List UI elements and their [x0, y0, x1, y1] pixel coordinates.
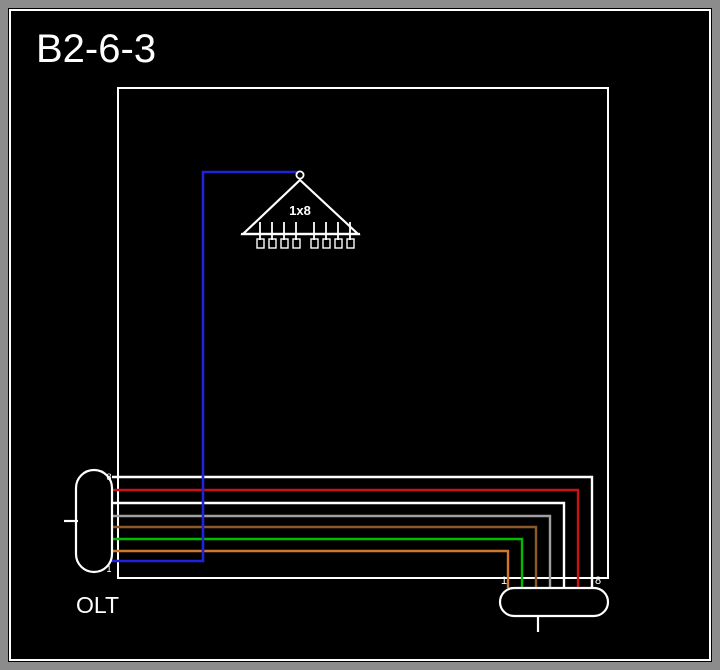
fiber-path-8-feeder — [112, 170, 300, 563]
building-outline — [117, 87, 609, 579]
splitter-port-2 — [268, 238, 277, 249]
odf-terminal[interactable]: 1 8 — [498, 575, 610, 632]
fiber-path-5 — [112, 525, 538, 588]
olt-port-8-label: 8 — [106, 472, 111, 482]
network-diagram: B2-6-3 1x8 — [9, 9, 711, 661]
olt-port-1-label: 1 — [106, 564, 111, 574]
fiber-path-6 — [112, 537, 524, 588]
splitter-output-group-right — [310, 222, 355, 249]
fiber-path-2 — [112, 488, 580, 588]
fiber-path-4 — [112, 514, 552, 588]
olt-body — [74, 468, 114, 574]
splitter-input-connector — [295, 170, 305, 180]
olt-label: OLT — [76, 592, 119, 618]
splitter-port-5 — [310, 238, 319, 249]
fiber-path-1 — [112, 475, 594, 588]
splitter-port-3 — [280, 238, 289, 249]
terminal-port-8-label: 8 — [595, 575, 601, 587]
splitter-output-group-left — [256, 222, 301, 249]
fiber-path-7 — [112, 549, 510, 588]
diagram-canvas: B2-6-3 1x8 — [8, 8, 712, 662]
terminal-port-1-label: 1 — [501, 575, 507, 587]
splitter-port-1 — [256, 238, 265, 249]
fiber-path-3 — [112, 501, 566, 588]
olt-device[interactable]: 8 1 OLT — [64, 468, 119, 618]
splitter-port-4 — [292, 238, 301, 249]
terminal-body — [498, 586, 610, 618]
splitter-ratio-label: 1x8 — [289, 203, 311, 218]
splitter-1x8[interactable]: 1x8 — [240, 170, 361, 249]
splitter-port-8 — [346, 238, 355, 249]
splitter-port-7 — [334, 238, 343, 249]
page-title: B2-6-3 — [36, 27, 156, 71]
splitter-port-6 — [322, 238, 331, 249]
canvas-frame — [9, 9, 711, 661]
